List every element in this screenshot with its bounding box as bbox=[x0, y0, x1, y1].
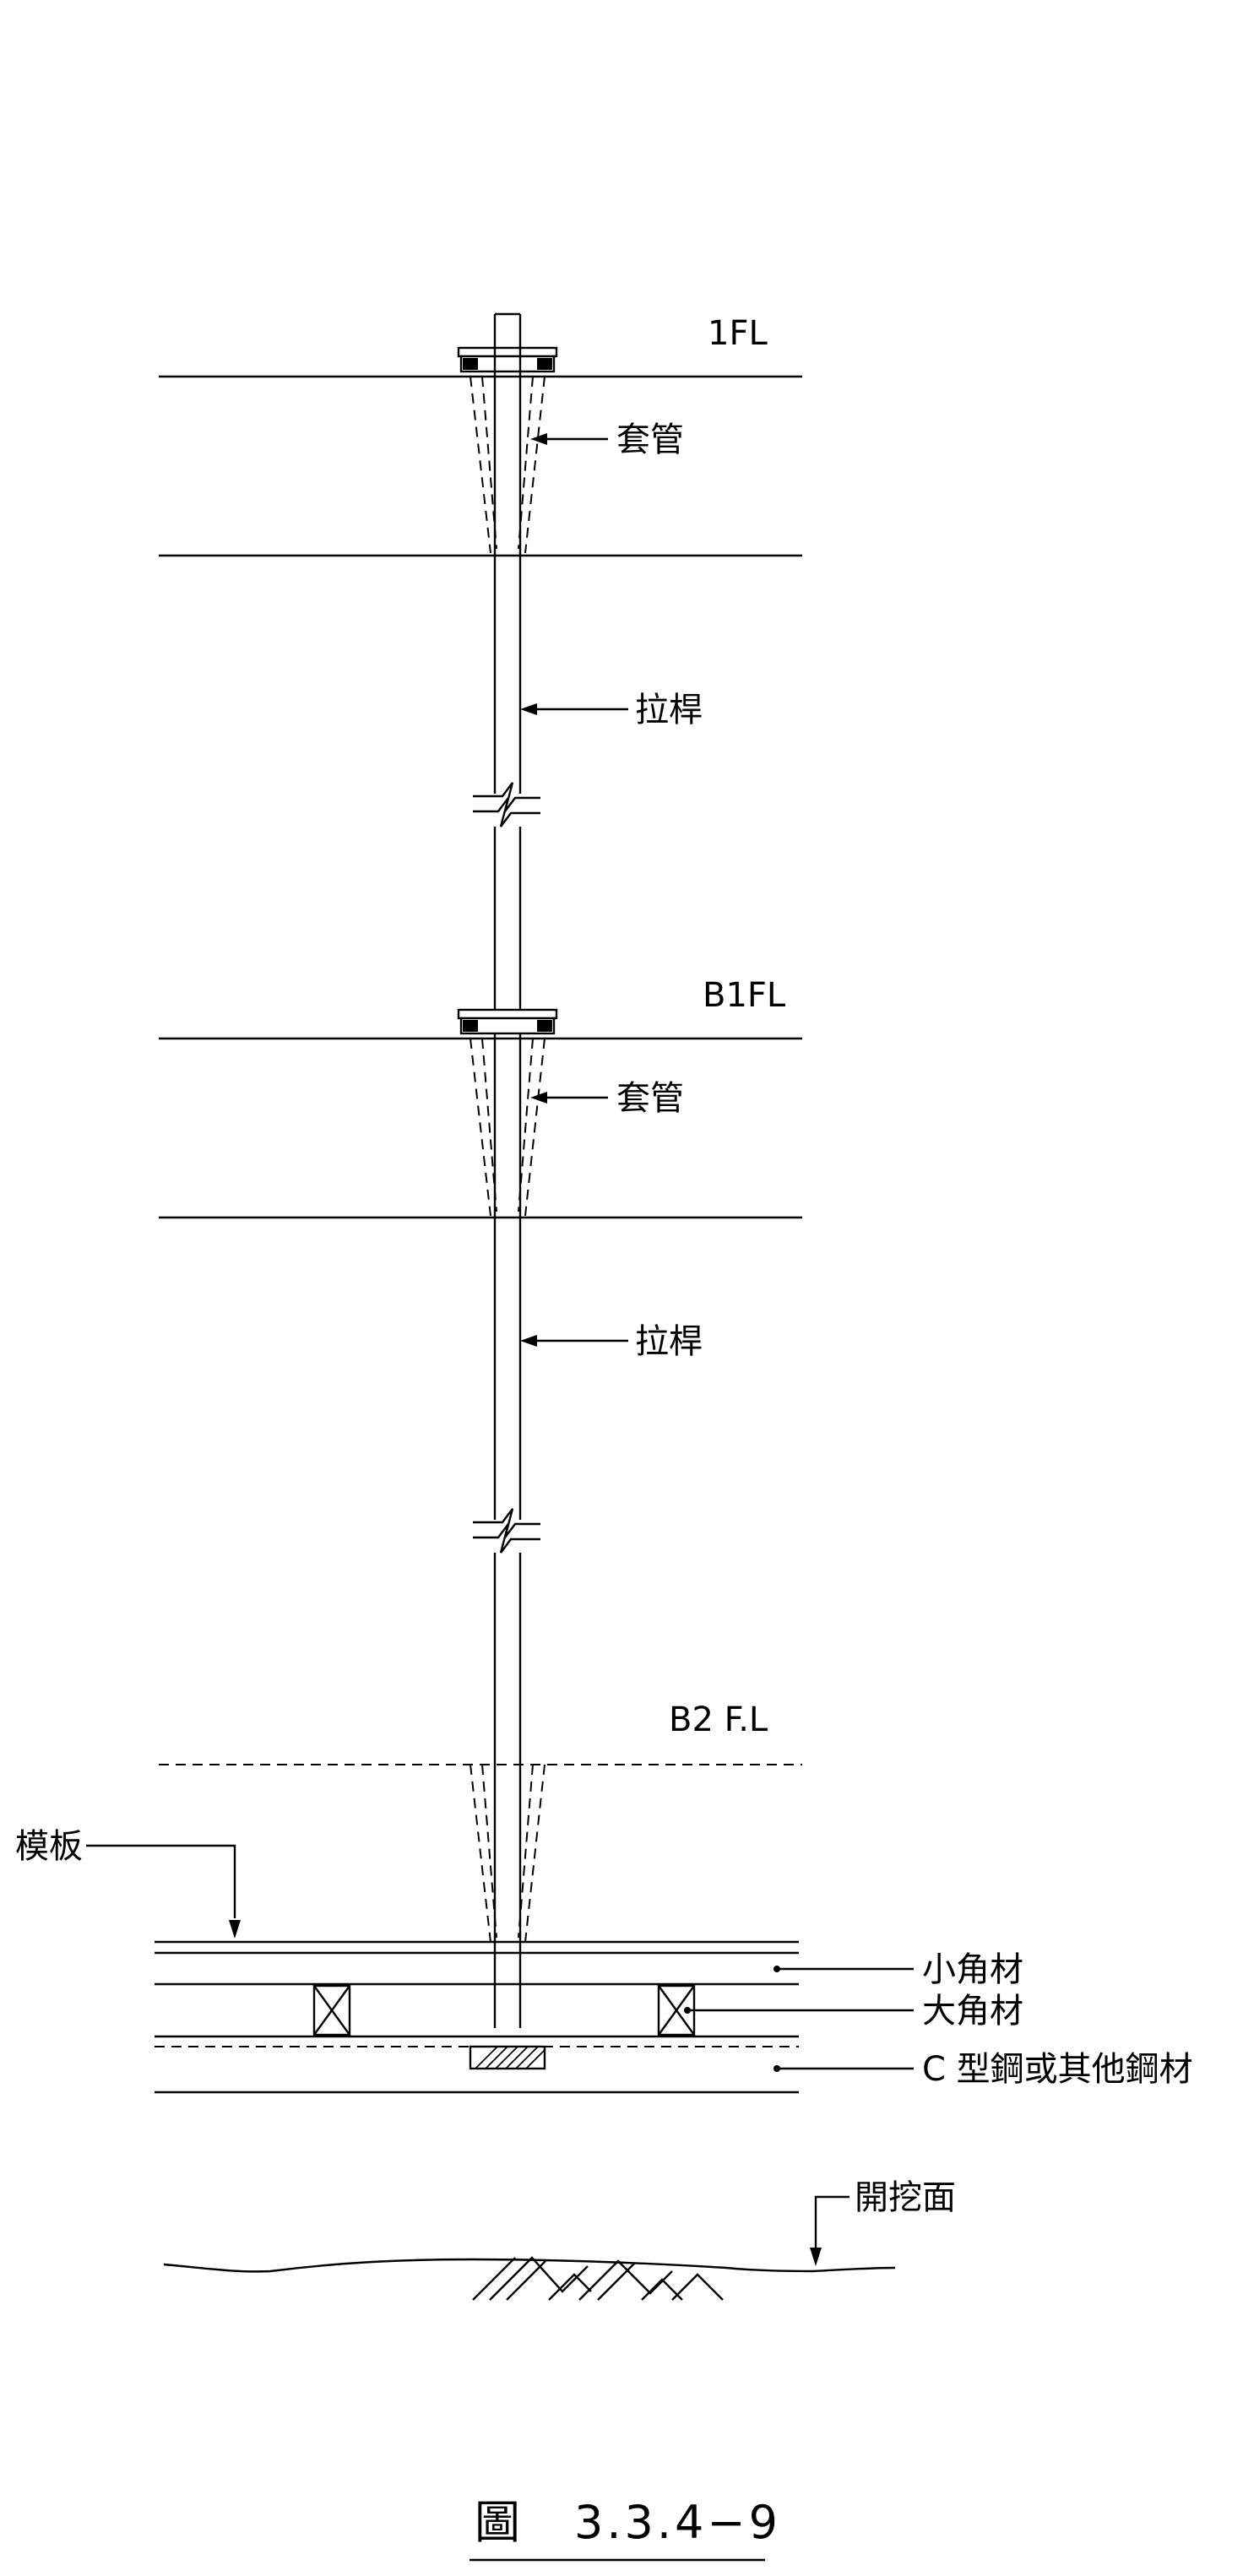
callout-c-steel: C 型鋼或其他鋼材 bbox=[922, 2050, 1193, 2089]
top-cap-left-block-1fl bbox=[463, 358, 478, 370]
cap-plate-b1fl bbox=[457, 1008, 558, 1020]
level-1fl-group: 1FL bbox=[159, 312, 802, 557]
large-timber-left bbox=[312, 1984, 351, 2036]
callout-small-timber: 小角材 bbox=[922, 1950, 1023, 1989]
level-b1fl-label: B1FL bbox=[703, 976, 786, 1015]
break-symbol-lower bbox=[473, 1508, 540, 1538]
callout-large-timber: 大角材 bbox=[922, 1992, 1023, 2031]
callout-sleeve-upper: 套管 bbox=[616, 420, 684, 459]
top-cap-plate-1fl bbox=[457, 346, 558, 358]
top-cap-right-block-1fl bbox=[537, 358, 552, 370]
figure-caption: 圖 3.3.4−9 bbox=[470, 2496, 781, 2562]
top-cap-base-1fl bbox=[459, 355, 556, 373]
excavation-hatch bbox=[472, 2256, 724, 2301]
sleeve-b1fl-right-edge bbox=[524, 1038, 546, 1217]
level-1fl-label: 1FL bbox=[708, 314, 768, 353]
callouts-group: 套管 拉桿 套管 拉桿 模板 小角材 大角材 C 型鋼或其他鋼材 bbox=[15, 420, 1193, 2089]
level-b1fl-group: B1FL bbox=[159, 976, 802, 1219]
cap-base-b1fl bbox=[459, 1017, 556, 1035]
large-timber-right bbox=[657, 1984, 696, 2036]
caption-figure-number: 3.3.4−9 bbox=[574, 2496, 781, 2549]
anchor-plate bbox=[469, 2045, 546, 2070]
callout-sleeve-middle: 套管 bbox=[616, 1079, 684, 1118]
arrowhead-sleeve-upper bbox=[530, 433, 547, 445]
caption-figure-char: 圖 bbox=[475, 2496, 524, 2549]
arrowhead-rod-upper bbox=[520, 703, 537, 715]
cap-right-block-b1fl bbox=[537, 1020, 552, 1032]
arrowhead-formwork bbox=[229, 1920, 241, 1939]
sleeve-1fl-left-edge bbox=[470, 376, 491, 554]
break-symbol-lower-2 bbox=[473, 1523, 540, 1554]
ground-profile-line bbox=[163, 2258, 896, 2273]
tie-rod-group bbox=[473, 348, 540, 2028]
leader-excavation bbox=[814, 2195, 849, 2248]
break-symbol-upper bbox=[473, 782, 540, 812]
sleeve-b1fl-left-edge bbox=[470, 1038, 491, 1217]
callout-excavation: 開挖面 bbox=[855, 2178, 956, 2217]
level-b2fl-label: B2 F.L bbox=[669, 1700, 768, 1739]
excavation-group: 開挖面 bbox=[163, 2178, 956, 2301]
callout-formwork: 模板 bbox=[15, 1827, 83, 1866]
arrowhead-sleeve-middle bbox=[530, 1092, 547, 1104]
cap-left-block-b1fl bbox=[463, 1020, 478, 1032]
sleeve-b1fl-right-inner bbox=[518, 1038, 534, 1212]
sleeve-b2fl-right-inner bbox=[518, 1764, 534, 1939]
sleeve-b2fl-left-edge bbox=[470, 1764, 491, 1943]
leader-formwork bbox=[86, 1844, 236, 1918]
arrowhead-rod-middle bbox=[520, 1335, 537, 1347]
sleeve-b2fl-right-edge bbox=[524, 1764, 546, 1943]
formwork-support-group bbox=[155, 1940, 799, 2094]
level-b2fl-group: B2 F.L bbox=[159, 1700, 802, 1943]
sleeve-1fl-right-edge bbox=[524, 376, 546, 554]
arrowhead-excavation bbox=[810, 2248, 822, 2266]
callout-rod-upper: 拉桿 bbox=[635, 691, 703, 729]
callout-rod-middle: 拉桿 bbox=[635, 1322, 703, 1361]
sleeve-b2fl-left-inner bbox=[481, 1764, 497, 1939]
sleeve-b1fl-left-inner bbox=[481, 1038, 497, 1212]
break-symbol-upper-2 bbox=[473, 797, 540, 827]
